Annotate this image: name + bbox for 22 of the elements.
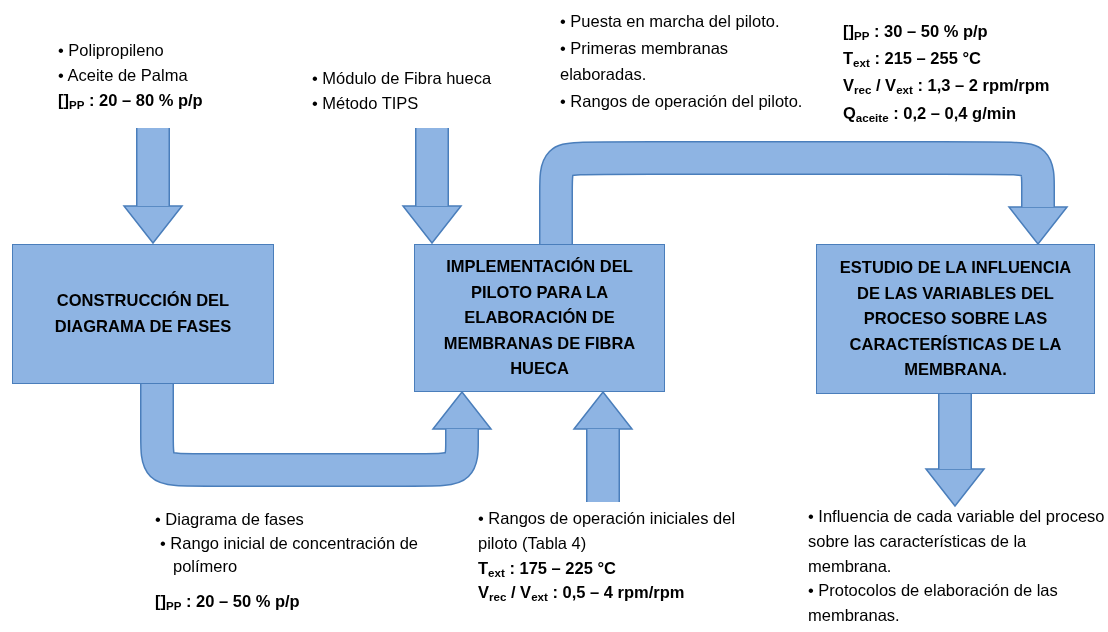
parameter-text: Q$_{aceite}$ : 0,2 – 0,4 g/min	[843, 103, 1018, 126]
bullet-item: • Protocolos de elaboración de las membranas.	[808, 580, 1059, 626]
bullet-item: • Diagrama de fases	[155, 509, 305, 530]
bullet-item: • Polipropileno	[58, 40, 165, 61]
process-box: IMPLEMENTACIÓN DEL PILOTO PARA LA ELABORACIÓN DE MEMBRANAS DE FIBRA HUECA	[414, 244, 665, 392]
bullet-item: • Primeras membranas elaboradas.	[560, 38, 730, 86]
bullet-item: • Módulo de Fibra hueca	[312, 68, 493, 89]
bullet-item: • Puesta en marcha del piloto.	[560, 11, 781, 32]
bullet-item: • Aceite de Palma	[58, 64, 189, 86]
bullet-item: • Rangos de operación iniciales del piloto (Tabla 4)	[478, 508, 737, 554]
parameter-text: T$_{ext}$ : 175 – 225 °C	[478, 557, 617, 581]
parameter-text: V$_{rec}$ / V$_{ext}$ : 0,5 – 4 rpm/rpm	[478, 582, 686, 605]
parameter-text: V$_{rec}$ / V$_{ext}$ : 1,3 – 2 rpm/rpm	[843, 75, 1051, 98]
process-box: CONSTRUCCIÓN DEL DIAGRAMA DE FASES	[12, 244, 274, 384]
bullet-item: • Método TIPS	[312, 92, 420, 114]
parameter-text: []$_{PP}$ : 20 – 80 % p/p	[58, 89, 204, 113]
parameter-text: []$_{PP}$ : 30 – 50 % p/p	[843, 21, 989, 44]
parameter-text: T$_{ext}$ : 215 – 255 °C	[843, 48, 982, 71]
bullet-item: • Influencia de cada variable del proceso sobre las características de la membrana.	[808, 506, 1106, 577]
parameter-text: []$_{PP}$ : 20 – 50 % p/p	[155, 591, 301, 614]
process-box: ESTUDIO DE LA INFLUENCIA DE LAS VARIABLES DEL PROCESO SOBRE LAS CARACTERÍSTICAS DE LA MEMBRANA.	[816, 244, 1095, 394]
bullet-item: • Rangos de operación del piloto.	[560, 91, 804, 112]
